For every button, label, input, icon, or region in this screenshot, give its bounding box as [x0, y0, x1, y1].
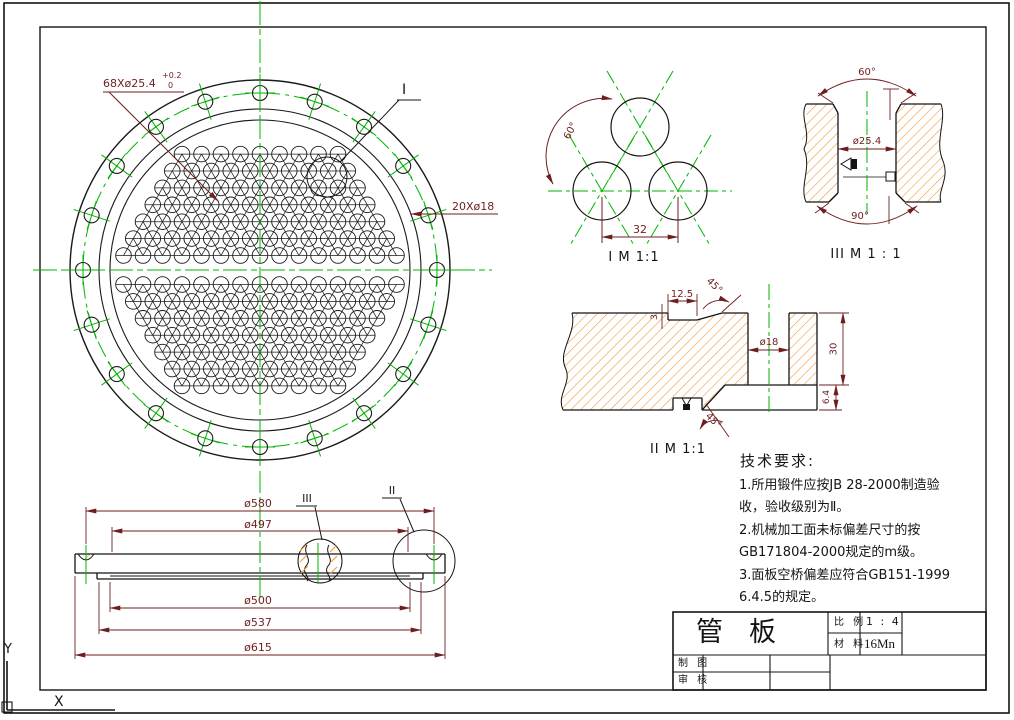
material-value: 16Mn — [864, 636, 896, 651]
detail-iii-view — [801, 78, 946, 225]
dim-bolt-circle: ø580 — [244, 497, 272, 510]
sheet-border — [3, 2, 1010, 714]
detail-i-marker-label: I — [402, 82, 407, 98]
detail-ii-title: II M 1:1 — [649, 442, 707, 457]
part-name: 管板 — [696, 617, 802, 648]
main-callouts — [103, 91, 498, 217]
surface-finish-symbol — [840, 157, 896, 182]
detail-ii-view — [560, 284, 849, 438]
detail-ii-thickness-dim: 30 — [828, 342, 840, 356]
detail-iii-dia-dim: ø25.4 — [852, 136, 882, 147]
detail-i-view — [545, 70, 732, 248]
detail-ii-hole-dim: ø18 — [759, 337, 779, 348]
detail-ii-groove-width-dim: 12.5 — [670, 289, 694, 300]
main-centerlines — [33, 1, 492, 463]
bolt-hole-callout: 20Xø18 — [452, 200, 495, 213]
tube-hole-tol-upper: +0.2 — [162, 71, 182, 80]
side-marker-ii: II — [388, 484, 396, 497]
tech-req-title: 技术要求: — [740, 452, 816, 470]
dim-step2-circle: ø537 — [244, 616, 272, 629]
detail-i-title: I M 1:1 — [608, 250, 660, 265]
scale-label: 比 例 — [834, 617, 867, 628]
title-block — [672, 611, 987, 691]
dim-step1-circle: ø500 — [244, 594, 272, 607]
surface-finish-symbol-2 — [681, 397, 692, 410]
drawn-by-label: 制 图 — [678, 658, 711, 669]
tech-req-line: 6.4.5的规定。 — [739, 590, 825, 605]
detail-ii-groove-depth-dim: 3 — [650, 314, 661, 320]
detail-i-pitch-dim: 32 — [633, 223, 647, 236]
tube-hole-callout: 68Xø25.4 — [103, 77, 156, 90]
material-label: 材 料 — [834, 639, 867, 650]
tech-req-line: 3.面板空桥偏差应符合GB151-1999 — [739, 568, 950, 583]
side-view — [74, 471, 456, 659]
dim-groove-circle: ø497 — [244, 518, 272, 531]
detail-i-marker — [306, 99, 421, 198]
side-marker-iii: III — [302, 492, 312, 505]
detail-iii-title: III M 1 : 1 — [830, 247, 902, 262]
tech-req-line: 收，验收级别为Ⅱ。 — [739, 500, 850, 515]
y-axis-label: Y — [4, 642, 12, 657]
detail-ii-step-dim: 6.4 — [822, 389, 833, 405]
dim-outer-circle: ø615 — [244, 641, 272, 654]
x-axis-label: X — [54, 694, 64, 710]
tech-req-line: 1.所用锻件应按JB 28-2000制造验 — [739, 478, 940, 493]
checked-by-label: 审 核 — [678, 675, 711, 686]
tech-req-line: GB171804-2000规定的m级。 — [739, 545, 924, 560]
detail-iii-angle-bottom-dim: 90° — [851, 211, 869, 222]
tech-req-line: 2.机械加工面未标偏差尺寸的按 — [739, 523, 921, 538]
tube-hole-tol-lower: 0 — [168, 81, 174, 90]
detail-iii-angle-top-dim: 60° — [858, 67, 876, 78]
scale-value: 1 : 4 — [866, 615, 901, 628]
ucs-axis-icon — [1, 661, 115, 713]
